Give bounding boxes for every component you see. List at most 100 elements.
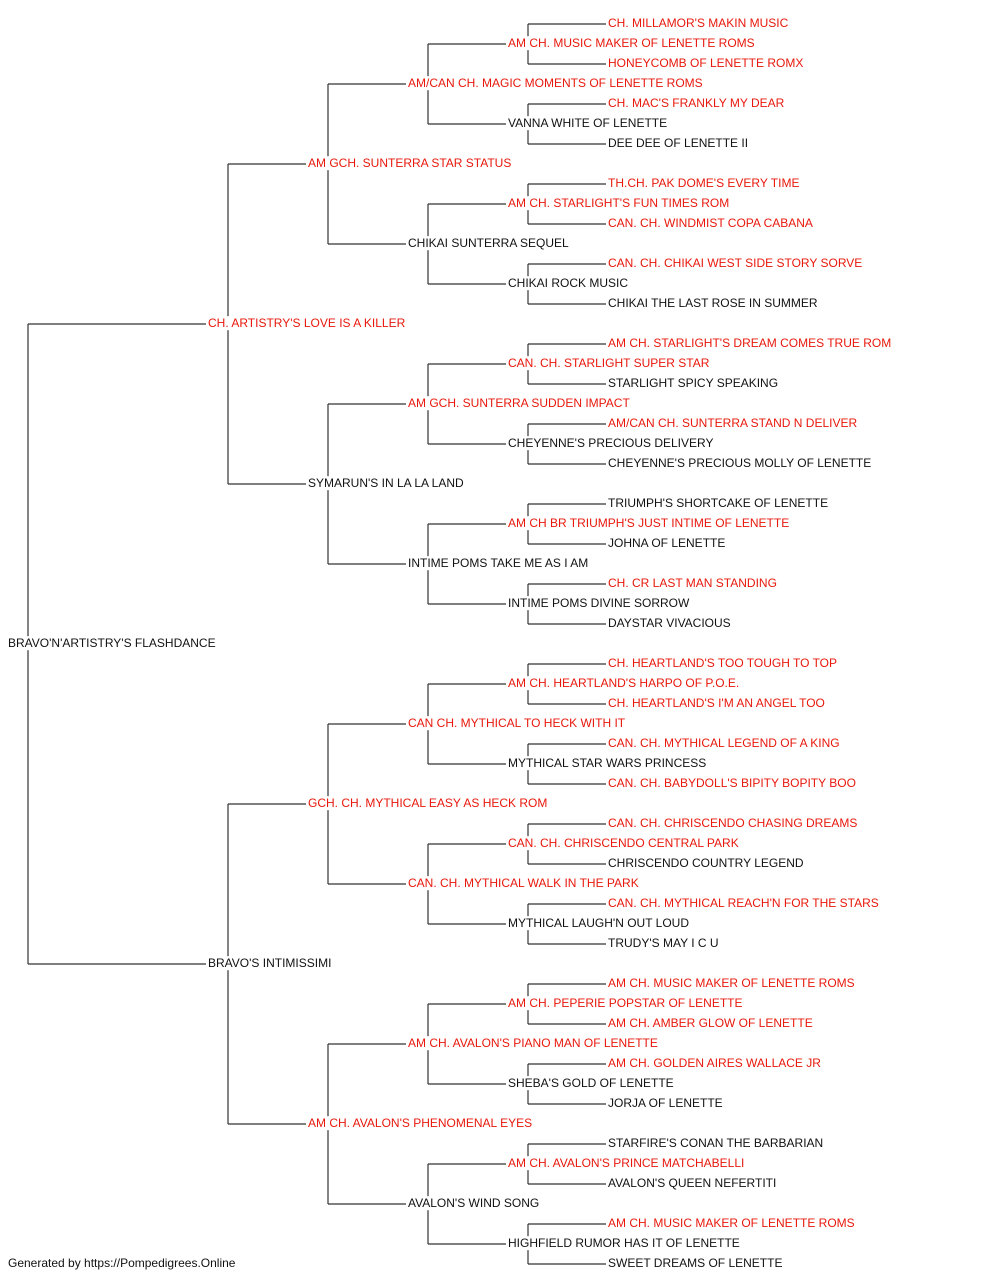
dog-name-gen5: DEE DEE OF LENETTE II (608, 136, 748, 150)
footer-credit: Generated by https://Pompedigrees.Online (8, 1256, 236, 1270)
label-backing (7, 636, 217, 651)
dog-name-gen4: CAN. CH. STARLIGHT SUPER STAR (508, 356, 710, 370)
dog-name-gen5: CH. MILLAMOR'S MAKIN MUSIC (608, 16, 789, 30)
label-backing (507, 356, 711, 371)
label-backing (507, 116, 669, 131)
dog-name-gen3: INTIME POMS TAKE ME AS I AM (408, 556, 588, 570)
dog-name-gen3: CAN. CH. MYTHICAL WALK IN THE PARK (408, 876, 639, 890)
dog-name-gen4: AM CH BR TRIUMPH'S JUST INTIME OF LENETT… (508, 516, 789, 530)
dog-name-gen4: CHEYENNE'S PRECIOUS DELIVERY (508, 436, 713, 450)
dog-name-gen5: CAN. CH. BABYDOLL'S BIPITY BOPITY BOO (608, 776, 856, 790)
pedigree-names: BRAVO'N'ARTISTRY'S FLASHDANCE CH. ARTISTR… (7, 16, 893, 1271)
label-backing (307, 156, 513, 171)
label-backing (607, 936, 720, 951)
dog-name-gen5: CH. HEARTLAND'S TOO TOUGH TO TOP (608, 656, 837, 670)
label-backing (507, 996, 744, 1011)
dog-name-gen3: CHIKAI SUNTERRA SEQUEL (408, 236, 569, 250)
label-backing (407, 1036, 659, 1051)
dog-name-gen3: AM CH. AVALON'S PIANO MAN OF LENETTE (408, 1036, 658, 1050)
dog-name-gen5: TRUDY'S MAY I C U (608, 936, 719, 950)
label-backing (407, 76, 704, 91)
dog-name-gen4: AM CH. STARLIGHT'S FUN TIMES ROM (508, 196, 729, 210)
label-backing (407, 236, 571, 251)
label-backing (607, 776, 857, 791)
dog-name-gen5: HONEYCOMB OF LENETTE ROMX (608, 56, 803, 70)
label-backing (607, 216, 814, 231)
label-backing (607, 736, 841, 751)
label-backing (607, 976, 856, 991)
dog-name-gen2: AM CH. AVALON'S PHENOMENAL EYES (308, 1116, 532, 1130)
dog-name-gen1: BRAVO'S INTIMISSIMI (208, 956, 331, 970)
dog-name-gen4: AM CH. HEARTLAND'S HARPO OF P.O.E. (508, 676, 739, 690)
label-backing (407, 396, 632, 411)
dog-name-gen5: CH. MAC'S FRANKLY MY DEAR (608, 96, 785, 110)
label-backing (507, 1076, 675, 1091)
label-backing (607, 856, 805, 871)
dog-name-gen5: SWEET DREAMS OF LENETTE (608, 1256, 782, 1270)
dog-name-gen2: SYMARUN'S IN LA LA LAND (308, 476, 464, 490)
label-backing (307, 476, 466, 491)
dog-name-gen5: AM CH. MUSIC MAKER OF LENETTE ROMS (608, 976, 855, 990)
label-backing (607, 1256, 784, 1271)
label-backing (507, 196, 731, 211)
dog-name-gen5: AM CH. MUSIC MAKER OF LENETTE ROMS (608, 1216, 855, 1230)
label-backing (607, 336, 893, 351)
label-backing (407, 716, 627, 731)
dog-name-gen5: CAN. CH. MYTHICAL LEGEND OF A KING (608, 736, 840, 750)
dog-name-gen5: CHIKAI THE LAST ROSE IN SUMMER (608, 296, 818, 310)
dog-name-gen4: CHIKAI ROCK MUSIC (508, 276, 628, 290)
label-backing (607, 376, 780, 391)
label-backing (507, 756, 708, 771)
label-backing (507, 516, 791, 531)
label-backing (507, 1156, 746, 1171)
label-backing (607, 1136, 825, 1151)
label-backing (507, 916, 691, 931)
dog-name-gen5: JOHNA OF LENETTE (608, 536, 725, 550)
label-backing (607, 616, 732, 631)
label-backing (607, 576, 778, 591)
label-backing (407, 876, 640, 891)
label-backing (607, 896, 880, 911)
dog-name-gen4: AM CH. PEPERIE POPSTAR OF LENETTE (508, 996, 743, 1010)
label-backing (607, 1016, 814, 1031)
dog-name-gen5: TH.CH. PAK DOME'S EVERY TIME (608, 176, 799, 190)
label-backing (607, 496, 830, 511)
label-backing (607, 256, 864, 271)
dog-name-gen4: HIGHFIELD RUMOR HAS IT OF LENETTE (508, 1236, 740, 1250)
dog-name-gen1: CH. ARTISTRY'S LOVE IS A KILLER (208, 316, 406, 330)
dog-name-gen5: AVALON'S QUEEN NEFERTITI (608, 1176, 776, 1190)
dog-name-gen5: JORJA OF LENETTE (608, 1096, 723, 1110)
label-backing (507, 276, 630, 291)
dog-name-gen3: AM GCH. SUNTERRA SUDDEN IMPACT (408, 396, 630, 410)
dog-name-gen5: TRIUMPH'S SHORTCAKE OF LENETTE (608, 496, 828, 510)
label-backing (607, 536, 727, 551)
dog-name-gen0: BRAVO'N'ARTISTRY'S FLASHDANCE (8, 636, 216, 650)
label-backing (507, 1236, 741, 1251)
dog-name-gen5: AM CH. GOLDEN AIRES WALLACE JR (608, 1056, 821, 1070)
dog-name-gen5: STARLIGHT SPICY SPEAKING (608, 376, 778, 390)
label-backing (607, 816, 859, 831)
label-backing (607, 296, 819, 311)
dog-name-gen4: AM CH. AVALON'S PRINCE MATCHABELLI (508, 1156, 744, 1170)
label-backing (507, 36, 756, 51)
dog-name-gen5: CAN. CH. WINDMIST COPA CABANA (608, 216, 813, 230)
dog-name-gen4: CAN. CH. CHRISCENDO CENTRAL PARK (508, 836, 739, 850)
label-backing (607, 656, 839, 671)
label-backing (607, 1176, 778, 1191)
dog-name-gen3: AM/CAN CH. MAGIC MOMENTS OF LENETTE ROMS (408, 76, 703, 90)
label-backing (407, 1196, 541, 1211)
dog-name-gen5: STARFIRE'S CONAN THE BARBARIAN (608, 1136, 823, 1150)
dog-name-gen5: AM/CAN CH. SUNTERRA STAND N DELIVER (608, 416, 857, 430)
dog-name-gen5: CAN. CH. CHRISCENDO CHASING DREAMS (608, 816, 857, 830)
label-backing (507, 676, 741, 691)
dog-name-gen4: MYTHICAL STAR WARS PRINCESS (508, 756, 706, 770)
label-backing (607, 136, 750, 151)
label-backing (607, 16, 790, 31)
dog-name-gen5: CH. CR LAST MAN STANDING (608, 576, 777, 590)
dog-name-gen5: CHRISCENDO COUNTRY LEGEND (608, 856, 804, 870)
dog-name-gen5: AM CH. STARLIGHT'S DREAM COMES TRUE ROM (608, 336, 891, 350)
label-backing (607, 1096, 724, 1111)
dog-name-gen5: CAN. CH. CHIKAI WEST SIDE STORY SORVE (608, 256, 862, 270)
dog-name-gen5: CH. HEARTLAND'S I'M AN ANGEL TOO (608, 696, 825, 710)
dog-name-gen5: DAYSTAR VIVACIOUS (608, 616, 731, 630)
